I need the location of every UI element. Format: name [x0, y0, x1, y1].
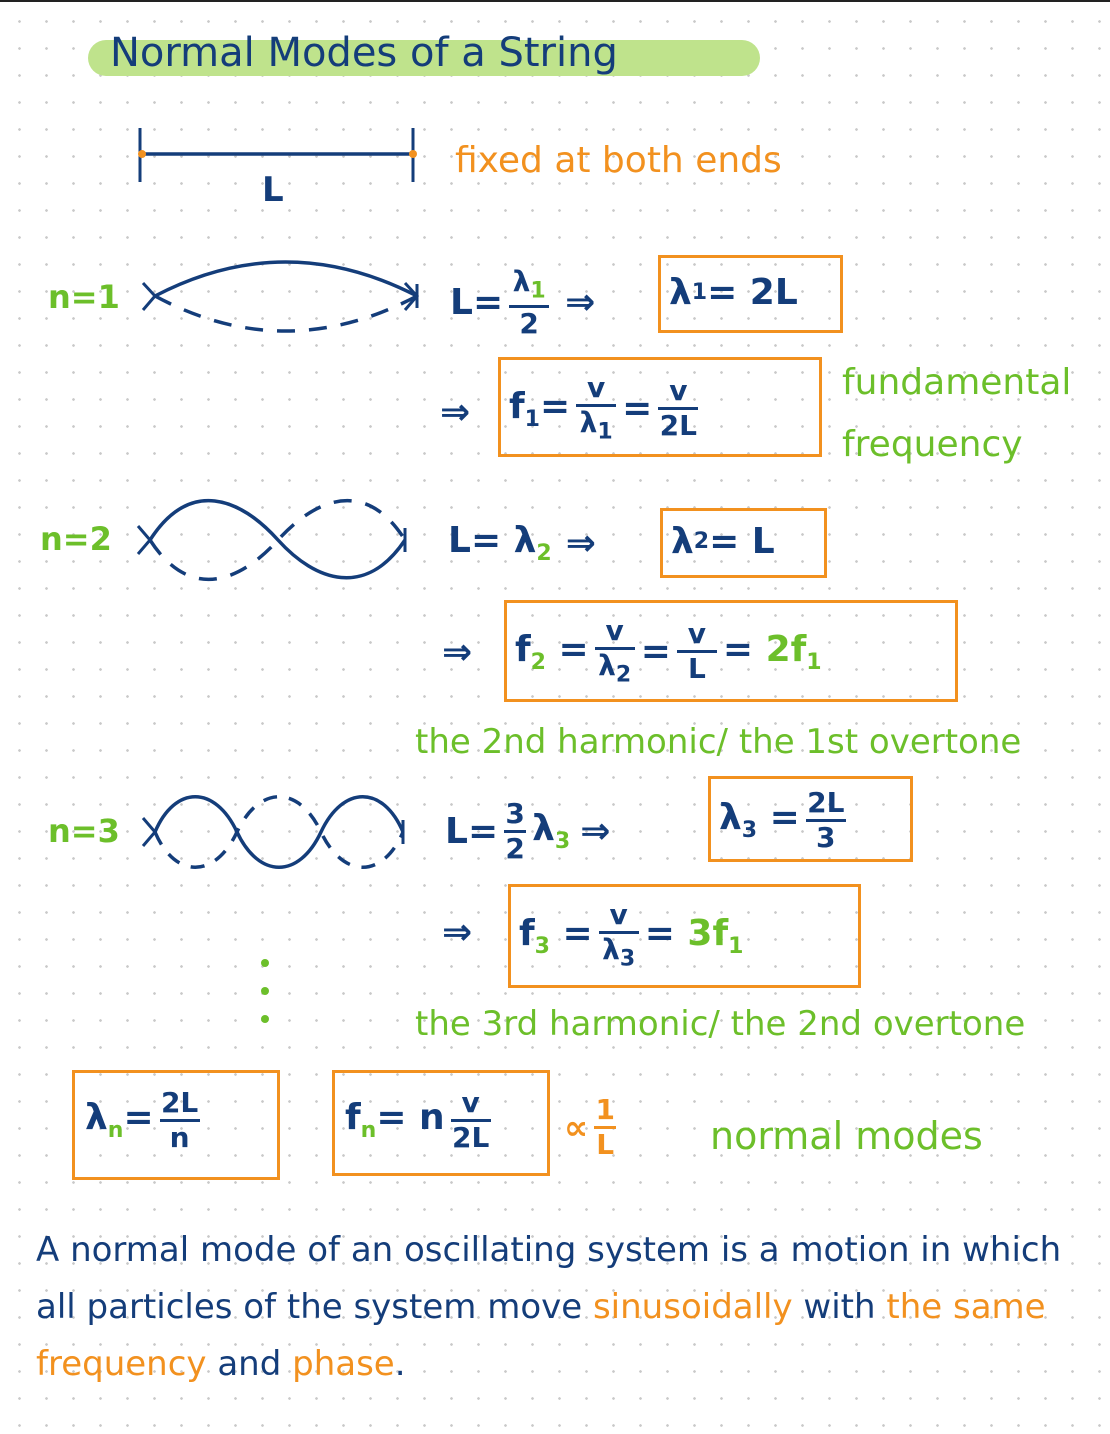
mode-2-relation: L= λ2⇒	[448, 520, 596, 567]
implies-arrow-3: ⇒	[442, 912, 473, 953]
title-highlight	[88, 40, 760, 76]
top-border	[0, 0, 1110, 2]
fixed-ends-note: fixed at both ends	[455, 140, 782, 181]
fixed-string-diagram	[138, 128, 417, 182]
mode-3-wave	[141, 795, 405, 869]
definition-text-4: .	[394, 1344, 406, 1384]
fundamental-note-2: frequency	[842, 424, 1023, 465]
mode-3-label: n=3	[48, 812, 120, 850]
continuation-dots	[261, 959, 269, 1023]
implies-arrow-1: ⇒	[440, 392, 471, 433]
page-title: Normal Modes of a String	[110, 30, 618, 76]
mode-1-wave	[141, 260, 420, 333]
mode-2-wave	[136, 498, 407, 582]
definition-paragraph: A normal mode of an oscillating system i…	[36, 1222, 1076, 1393]
mode-2-label: n=2	[40, 520, 112, 558]
normal-modes-label: normal modes	[710, 1114, 983, 1158]
implies-arrow-2: ⇒	[442, 632, 473, 673]
definition-text-3: and	[206, 1344, 293, 1384]
definition-text-1: A normal mode of an oscillating system i…	[36, 1230, 1062, 1327]
length-label: L	[262, 170, 284, 210]
mode-2-harmonic-note: the 2nd harmonic/ the 1st overtone	[415, 722, 1022, 762]
mode-3-harmonic-note: the 3rd harmonic/ the 2nd overtone	[415, 1004, 1026, 1044]
mode-1-label: n=1	[48, 278, 120, 316]
definition-text-2: with	[792, 1287, 887, 1327]
definition-highlight-sinusoidally: sinusoidally	[592, 1287, 793, 1327]
fundamental-note-1: fundamental	[842, 362, 1072, 403]
definition-highlight-frequency: the same frequency	[36, 1287, 1046, 1384]
definition-highlight-phase: phase	[292, 1344, 395, 1384]
